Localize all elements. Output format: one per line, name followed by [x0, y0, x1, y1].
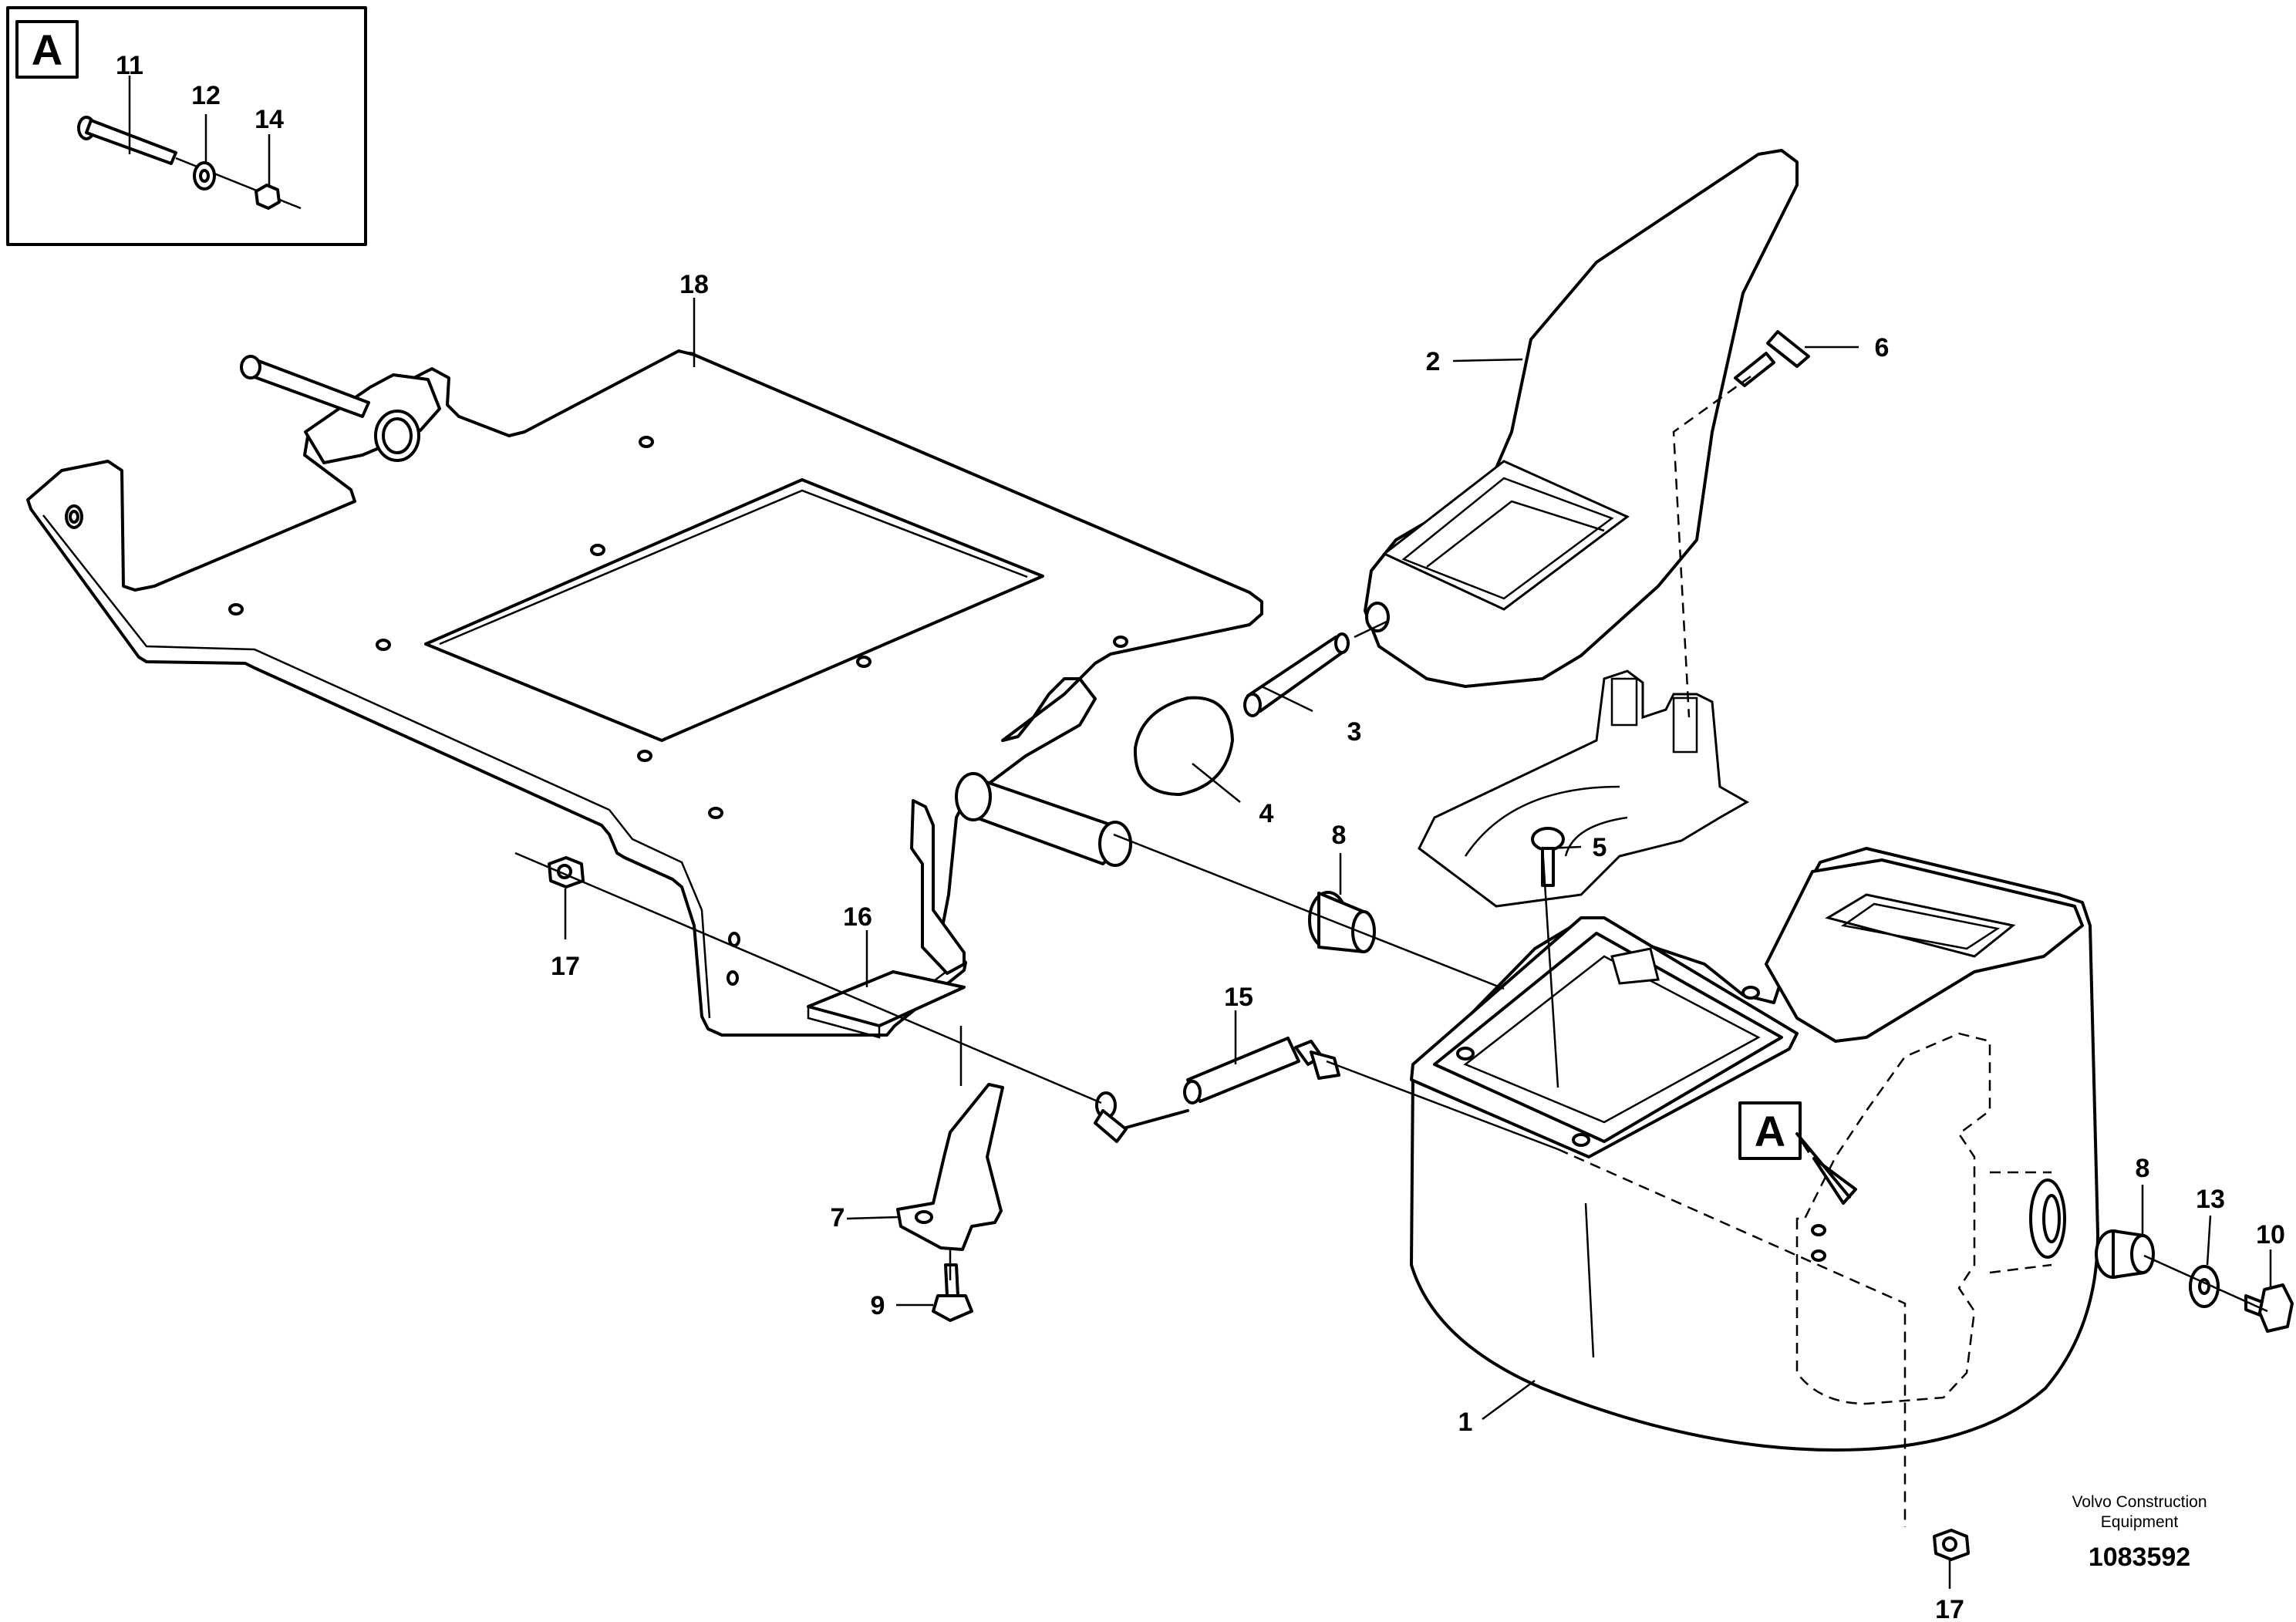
- nut-14-drawing: [255, 184, 281, 210]
- clamp-bracket-7-drawing: [896, 1083, 1004, 1251]
- detail-pointer-box: [1738, 1101, 1802, 1160]
- console-housing-drawing: [1410, 847, 2099, 1452]
- seat-cover-drawing: [1364, 149, 1799, 688]
- callout-17-upper: 17: [551, 952, 580, 981]
- callout-3: 3: [1347, 717, 1362, 747]
- callout-2: 2: [1426, 347, 1441, 376]
- cap-4-drawing: [1133, 696, 1234, 796]
- callout-9: 9: [871, 1291, 885, 1320]
- callout-4: 4: [1259, 799, 1274, 828]
- callout-11: 11: [116, 51, 143, 80]
- callout-16: 16: [843, 902, 872, 932]
- callout-18: 18: [679, 270, 709, 299]
- callout-8-upper: 8: [1332, 821, 1347, 850]
- drawing-number: 1083592: [2089, 1543, 2190, 1572]
- leader-lines: [514, 346, 2272, 1589]
- mounting-plate-drawing: [26, 349, 1263, 1039]
- callout-13: 13: [2196, 1185, 2225, 1214]
- callout-7: 7: [831, 1203, 845, 1233]
- bushing-8-right-drawing: [2095, 1229, 2155, 1279]
- callout-12: 12: [191, 81, 221, 110]
- callout-1: 1: [1458, 1408, 1473, 1437]
- bushing-8-upper-drawing: [1308, 891, 1376, 953]
- detail-pointer-letter: A: [1755, 1107, 1785, 1155]
- callout-6: 6: [1875, 333, 1890, 363]
- bolt-10-drawing: [2244, 1283, 2294, 1333]
- pin-3-drawing: [1243, 620, 1387, 717]
- gas-strut-15-drawing: [1094, 1037, 1340, 1143]
- nut-17-lower-drawing: [1933, 1529, 1970, 1561]
- seat-base-bracket-drawing: [1418, 669, 1750, 908]
- callout-10: 10: [2256, 1220, 2285, 1249]
- bolt-9-drawing: [932, 1263, 973, 1322]
- screw-5-drawing: [1531, 827, 1565, 887]
- nut-17-upper-drawing: [548, 856, 585, 889]
- detail-letter: A: [32, 25, 62, 74]
- callout-14: 14: [255, 105, 284, 134]
- company-line-2: Equipment: [2101, 1513, 2179, 1531]
- callout-5: 5: [1593, 833, 1607, 862]
- detail-letter-box: [15, 20, 79, 79]
- callout-8-right: 8: [2136, 1154, 2150, 1183]
- bolt-11-drawing: [77, 116, 302, 210]
- detail-view-a: A 11 12 14: [6, 6, 367, 246]
- detail-frame: [6, 6, 367, 246]
- callout-15: 15: [1224, 983, 1253, 1012]
- screw-6-drawing: [1734, 330, 1810, 387]
- callout-17-lower: 17: [1935, 1595, 1964, 1622]
- company-line-1: Volvo Construction: [2072, 1493, 2207, 1511]
